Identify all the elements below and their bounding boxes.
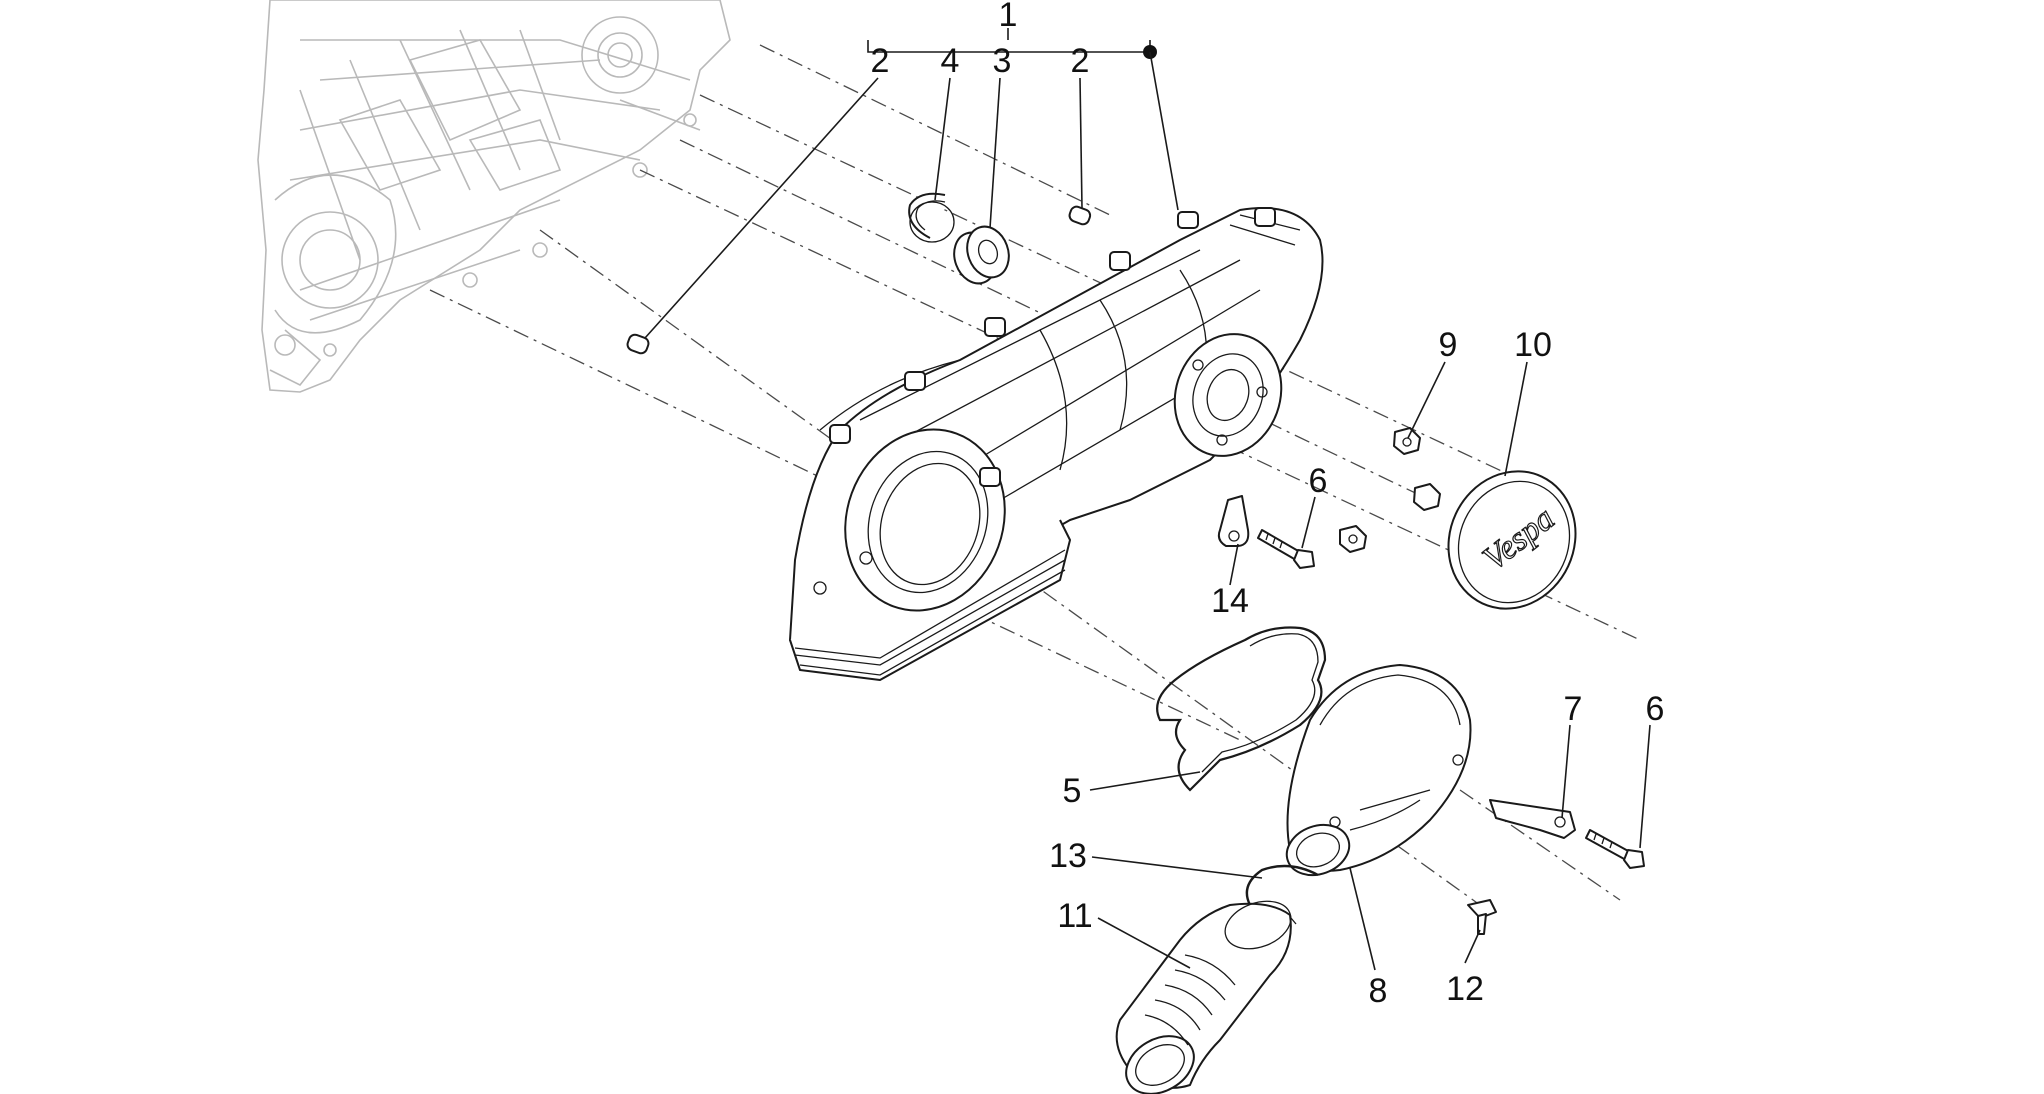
bearing [953,225,1010,285]
callout-13: 13 [1049,837,1087,875]
callout-5: 5 [1063,772,1082,810]
callout-3: 3 [993,42,1012,80]
callout-11: 11 [1057,897,1092,935]
logo-cover-cap: Vespa [1447,470,1577,610]
bracket-7 [1489,799,1576,839]
engine-crankcase-ghost [257,0,731,393]
callout-7: 7 [1564,690,1583,728]
bolt-lower [1585,829,1645,869]
gasket [1156,626,1327,792]
callout-12: 12 [1446,970,1484,1008]
callout-6-lower: 6 [1646,690,1665,728]
callout-labels: 1 2 4 3 2 9 10 6 14 7 6 5 13 11 8 12 [871,0,1665,1010]
leader-lines [644,28,1651,971]
callout-2-left: 2 [871,42,890,80]
callout-14: 14 [1211,582,1249,620]
intake-bellows-duct [1115,900,1292,1094]
callout-1: 1 [999,0,1018,34]
transmission-cover [789,207,1324,681]
bracket-14 [1217,495,1250,547]
nut-9 [1393,427,1421,455]
dowel-pin-right [1068,205,1092,226]
washer-lower [1339,525,1367,553]
dowel-pin-left [626,333,650,355]
callout-8: 8 [1369,972,1388,1010]
callout-6-upper: 6 [1309,462,1328,500]
air-intake-cover [1285,664,1472,877]
callout-4: 4 [941,42,960,80]
callout-9: 9 [1439,326,1458,364]
screw-12 [1467,899,1497,935]
washer-upper [1413,483,1441,511]
bolt-upper [1257,529,1315,569]
circlip [908,192,955,243]
callout-10: 10 [1514,326,1552,364]
callout-2-right: 2 [1071,42,1090,80]
